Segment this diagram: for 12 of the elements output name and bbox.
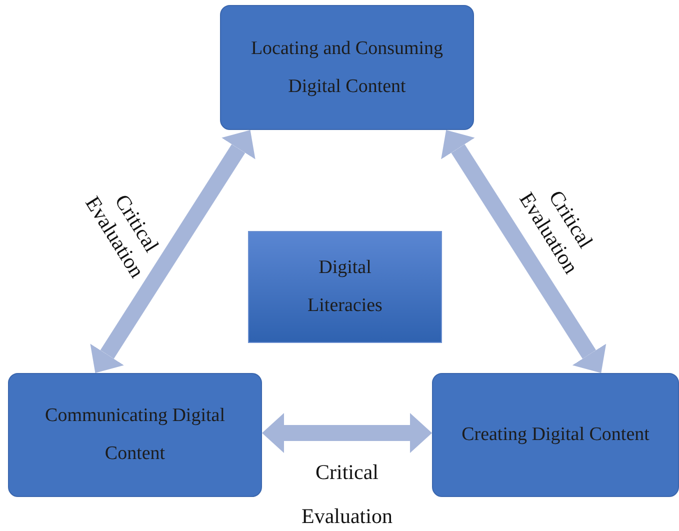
- node-text: Communicating Digital Content: [44, 404, 226, 466]
- edge-label: Critical Evaluation: [300, 459, 394, 530]
- double-arrow: [441, 130, 606, 373]
- node-text: Locating and Consuming Digital Content: [250, 36, 444, 98]
- double-arrow: [90, 130, 256, 373]
- center-box: [248, 231, 442, 343]
- node-text: Digital Literacies: [306, 256, 384, 318]
- process-box: [8, 373, 262, 497]
- node-text: Creating Digital Content: [462, 423, 650, 447]
- double-arrow: [262, 413, 432, 453]
- process-box: [432, 373, 679, 497]
- process-box: [220, 5, 474, 130]
